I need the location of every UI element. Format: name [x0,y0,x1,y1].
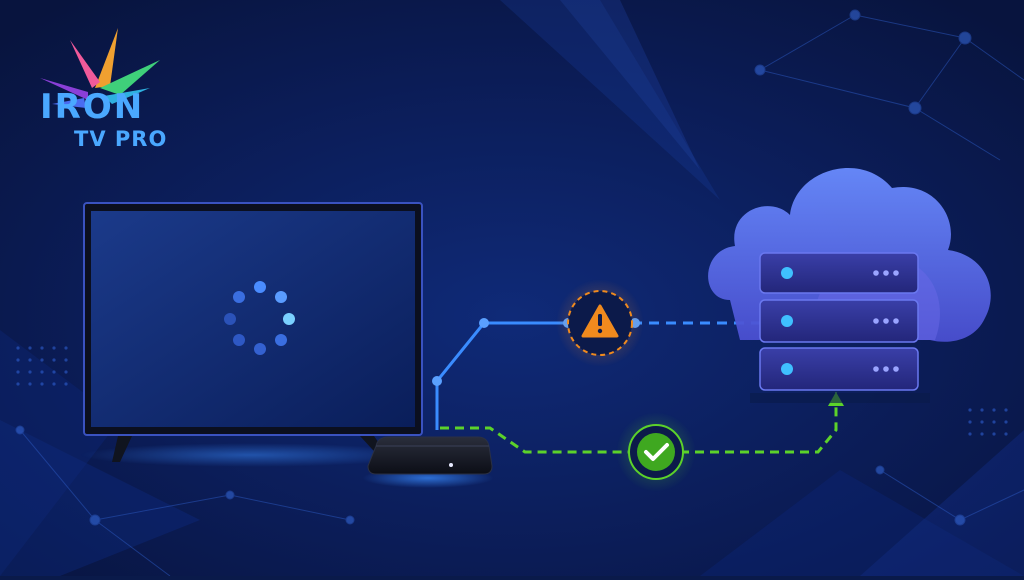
connection-node [479,318,489,328]
connection-node [432,376,442,386]
logo-leaves-icon [40,28,160,108]
dot-grid-right [968,408,1008,436]
success-badge [616,412,696,492]
network-mesh [15,9,1024,577]
tv [80,202,423,467]
power-led [449,463,453,467]
warning-badge [556,279,644,367]
warning-icon [581,304,619,338]
dot-grid-left [16,346,68,386]
brand-logo: IRON TV PRO [40,28,167,151]
tv-leg-left [112,436,132,462]
checkmark-icon [637,433,675,471]
logo-line2: TV PRO [74,127,167,151]
loading-spinner-icon [224,281,295,355]
server-icon [759,347,919,391]
server-rack [750,252,930,403]
tv-floor-glow [80,443,420,467]
tv-screen [91,211,415,427]
logo-line1: IRON [40,87,144,127]
set-top-box-icon [362,436,494,488]
server-icon [759,252,919,294]
server-icon [759,299,919,343]
